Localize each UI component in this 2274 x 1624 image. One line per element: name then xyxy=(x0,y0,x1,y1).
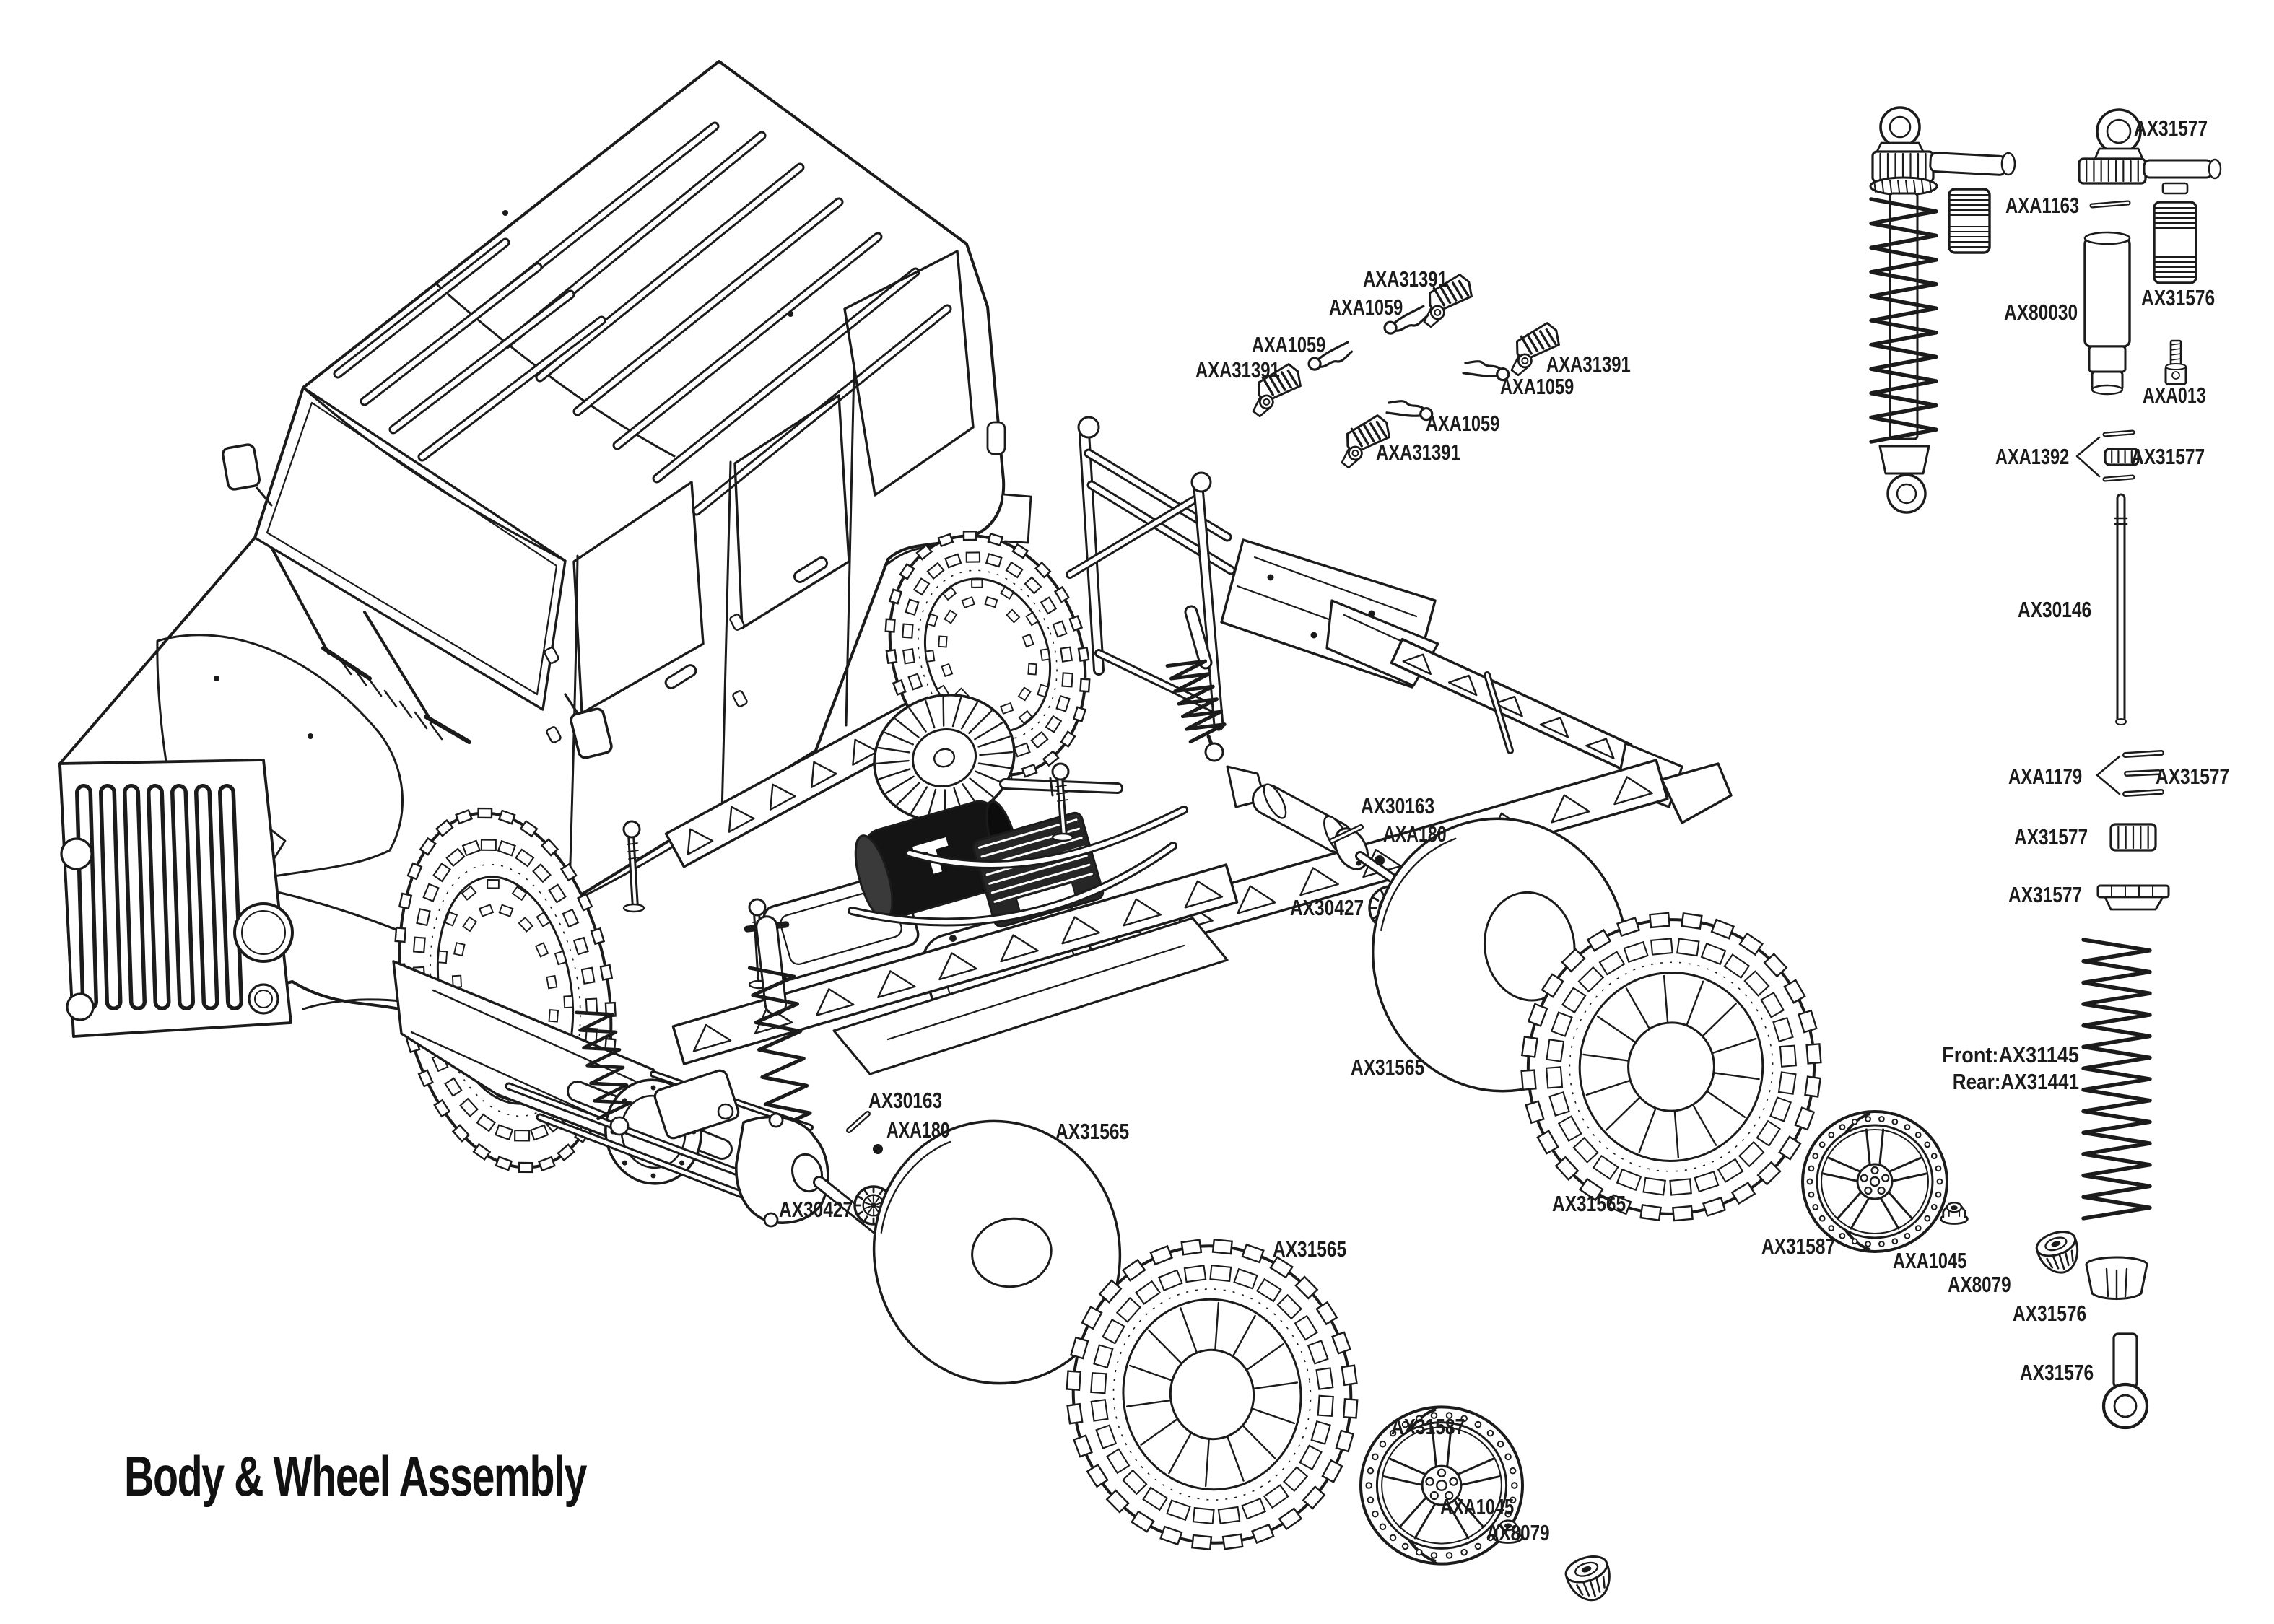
part-label-AX31576: AX31576 xyxy=(2013,1301,2086,1326)
diagram-title: Body & Wheel Assembly xyxy=(124,1444,587,1508)
part-label-AXA1045: AXA1045 xyxy=(1440,1494,1514,1519)
part-label-AXA31391: AXA31391 xyxy=(1546,352,1631,377)
part-label-AX31577: AX31577 xyxy=(2134,115,2208,141)
part-label-AXA1059: AXA1059 xyxy=(1500,374,1574,399)
part-label-AXA1179: AXA1179 xyxy=(2008,764,2082,789)
jeep-body-drawing xyxy=(58,60,1032,1038)
part-label-AX31565: AX31565 xyxy=(1351,1055,1424,1080)
part-label-AX8079: AX8079 xyxy=(1486,1520,1550,1545)
part-label-AXA180: AXA180 xyxy=(886,1117,950,1143)
part-label-AX30163: AX30163 xyxy=(868,1088,942,1113)
part-label-AX31565: AX31565 xyxy=(1552,1191,1626,1216)
part-label-AX30146: AX30146 xyxy=(2018,597,2091,622)
exploded-wheels-drawing xyxy=(846,817,2078,1602)
part-label-AX80030: AX80030 xyxy=(2004,300,2078,325)
part-label-AXA1059: AXA1059 xyxy=(1252,332,1325,357)
part-label-Rear:AX31441: Rear:AX31441 xyxy=(1953,1069,2079,1094)
part-label-AX31576: AX31576 xyxy=(2020,1360,2094,1385)
part-label-AX8079: AX8079 xyxy=(1948,1272,2011,1297)
part-label-AXA1163: AXA1163 xyxy=(2005,193,2079,218)
part-label-AXA180: AXA180 xyxy=(1383,821,1447,847)
part-label-AX31565: AX31565 xyxy=(1055,1119,1129,1144)
part-label-AXA1059: AXA1059 xyxy=(1426,411,1499,436)
part-label-AX30427: AX30427 xyxy=(779,1197,853,1222)
part-label-AXA31391: AXA31391 xyxy=(1195,357,1280,383)
body-clip-parts-drawing xyxy=(1252,274,1560,469)
part-label-AXA1045: AXA1045 xyxy=(1893,1248,1966,1273)
part-label-Front:AX31145: Front:AX31145 xyxy=(1942,1042,2079,1068)
part-label-AX31577: AX31577 xyxy=(2008,882,2082,907)
part-label-AX31576: AX31576 xyxy=(2141,285,2215,310)
part-label-AX31577: AX31577 xyxy=(2014,824,2088,850)
diagram-artwork xyxy=(58,60,2222,1602)
part-label-AX31565: AX31565 xyxy=(1273,1236,1346,1262)
part-label-AX30163: AX30163 xyxy=(1361,793,1434,818)
part-label-AX30427: AX30427 xyxy=(1290,895,1364,920)
part-label-AX31587: AX31587 xyxy=(1391,1414,1465,1439)
part-label-AXA013: AXA013 xyxy=(2143,383,2206,408)
part-label-AX31587: AX31587 xyxy=(1761,1234,1835,1259)
part-label-AX31577: AX31577 xyxy=(2131,444,2205,469)
part-label-AXA1392: AXA1392 xyxy=(1995,444,2069,469)
shock-exploded-drawing xyxy=(1869,106,2222,1430)
part-label-AXA31391: AXA31391 xyxy=(1376,440,1460,465)
part-label-AXA1059: AXA1059 xyxy=(1329,294,1403,320)
part-label-AX31577: AX31577 xyxy=(2156,764,2229,789)
chassis-drawing xyxy=(392,416,1733,1266)
part-label-AXA31391: AXA31391 xyxy=(1363,266,1447,292)
part-labels-layer: AX31577AXA1163AX31576AX80030AXA013AXA139… xyxy=(779,115,2229,1545)
